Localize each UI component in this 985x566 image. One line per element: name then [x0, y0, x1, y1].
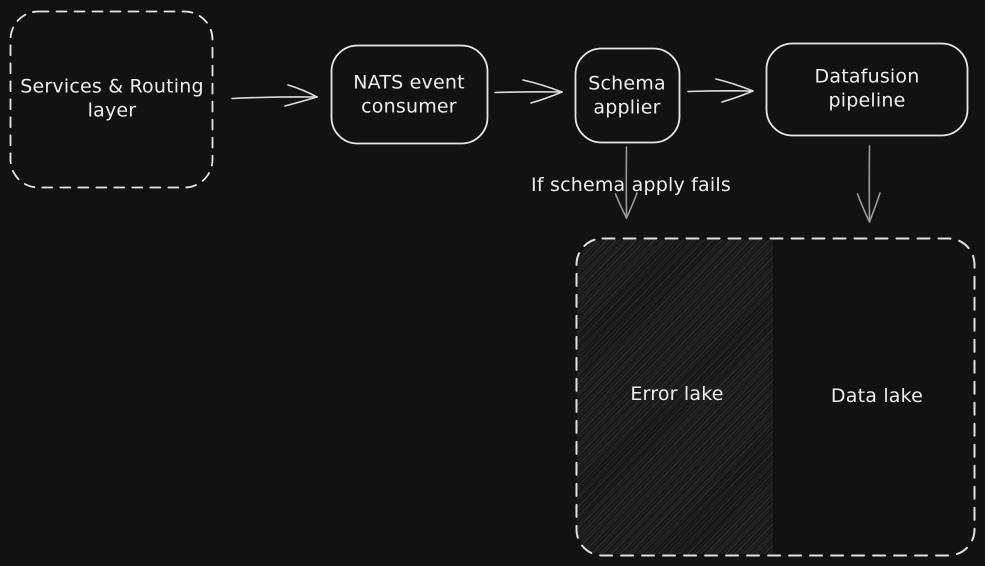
- error-lake-hatch-fill: [577, 240, 773, 554]
- arrow-nats-to-schema: [494, 79, 563, 104]
- edge-label-schema-fail: If schema apply fails: [531, 173, 731, 196]
- error-lake-label: Error lake: [630, 382, 724, 405]
- datafusion-box-outline: [765, 42, 969, 137]
- services-box-outline: [9, 10, 214, 189]
- services-box-label: Services & Routing layer: [20, 75, 204, 122]
- arrow-datafusion-to-data-lake: [856, 145, 881, 223]
- lakes-container-outline: [575, 237, 976, 557]
- data-lake-label: Data lake: [830, 384, 924, 407]
- schema-box-outline: [574, 47, 681, 144]
- nats-box-outline: [330, 44, 489, 145]
- arrow-schema-to-datafusion: [687, 78, 754, 103]
- arrow-services-to-nats: [231, 84, 318, 107]
- schema-box-label: Schema applier: [588, 72, 666, 119]
- nats-box-label: NATS event consumer: [353, 71, 465, 118]
- arrow-schema-to-error-lake: [614, 146, 638, 219]
- datafusion-box-label: Datafusion pipeline: [814, 65, 920, 112]
